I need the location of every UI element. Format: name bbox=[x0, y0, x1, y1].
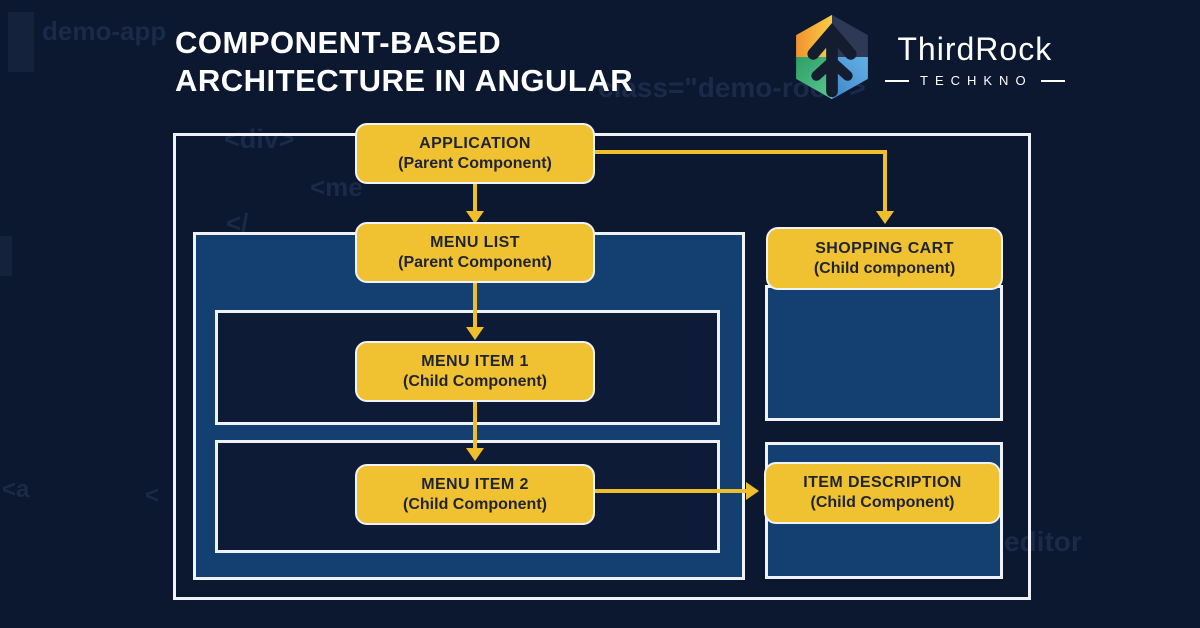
arrow-application-to-menu-list-line bbox=[473, 183, 477, 215]
arrow-menu-item-1-to-menu-item-2-head bbox=[466, 448, 484, 461]
arrow-application-to-shopping-cart-hline bbox=[595, 150, 887, 154]
brand-subtitle-row: TECHKNO bbox=[885, 73, 1065, 88]
arrow-menu-list-to-menu-item-1-line bbox=[473, 283, 477, 329]
bg-code-snippet: <a bbox=[2, 476, 30, 503]
page-title: COMPONENT-BASED ARCHITECTURE IN ANGULAR bbox=[175, 24, 633, 100]
node-item-description-subtitle: (Child Component) bbox=[810, 494, 955, 511]
thirdrock-logo-text: ThirdRock TECHKNO bbox=[885, 31, 1065, 88]
brand-subtitle: TECHKNO bbox=[920, 73, 1033, 88]
node-item-description-title: ITEM DESCRIPTION bbox=[803, 474, 962, 491]
node-shopping-cart-title: SHOPPING CART bbox=[815, 239, 954, 257]
brand-dash-right bbox=[1040, 79, 1065, 82]
node-item-description: ITEM DESCRIPTION (Child Component) bbox=[764, 462, 1001, 524]
node-menu-list: MENU LIST (Parent Component) bbox=[355, 222, 595, 283]
arrow-menu-item-2-to-item-description-line bbox=[595, 489, 748, 493]
bg-code-snippet: demo-app bbox=[42, 16, 167, 46]
thirdrock-hexagon-icon bbox=[793, 13, 871, 106]
arrow-application-to-shopping-cart-head bbox=[876, 211, 894, 224]
node-application: APPLICATION (Parent Component) bbox=[355, 123, 595, 184]
arrow-application-to-menu-list-head bbox=[466, 211, 484, 224]
bg-code-snippet: <div> bbox=[224, 124, 295, 154]
node-application-title: APPLICATION bbox=[419, 134, 531, 152]
node-menu-item-2: MENU ITEM 2 (Child Component) bbox=[355, 464, 595, 525]
node-menu-list-subtitle: (Parent Component) bbox=[398, 253, 552, 271]
node-application-subtitle: (Parent Component) bbox=[398, 154, 552, 172]
bg-code-snippet: </ bbox=[226, 208, 249, 238]
bg-code-snippet: <me bbox=[310, 172, 363, 202]
page-title-line-1: COMPONENT-BASED bbox=[175, 25, 502, 60]
node-shopping-cart: SHOPPING CART (Child component) bbox=[766, 227, 1003, 290]
node-menu-item-2-title: MENU ITEM 2 bbox=[421, 475, 529, 493]
brand-name: ThirdRock bbox=[897, 31, 1053, 67]
page-title-line-2: ARCHITECTURE IN ANGULAR bbox=[175, 63, 634, 98]
bg-code-snippet: < bbox=[145, 482, 160, 509]
arrow-application-to-shopping-cart-vline bbox=[883, 150, 887, 213]
arrow-menu-item-1-to-menu-item-2-line bbox=[473, 402, 477, 450]
node-menu-item-1: MENU ITEM 1 (Child Component) bbox=[355, 341, 595, 402]
node-shopping-cart-subtitle: (Child component) bbox=[813, 259, 956, 277]
arrow-menu-item-2-to-item-description-head bbox=[746, 482, 759, 500]
bg-editor-shape bbox=[8, 12, 34, 72]
node-menu-item-1-title: MENU ITEM 1 bbox=[421, 352, 529, 370]
thirdrock-logo: ThirdRock TECHKNO bbox=[793, 13, 1065, 106]
application-container-frame bbox=[173, 133, 1031, 600]
node-menu-list-title: MENU LIST bbox=[430, 233, 520, 251]
node-menu-item-2-subtitle: (Child Component) bbox=[403, 495, 547, 513]
shopping-cart-panel bbox=[765, 285, 1003, 421]
bg-code-snippet: editor bbox=[1004, 526, 1082, 557]
arrow-menu-list-to-menu-item-1-head bbox=[466, 327, 484, 340]
node-menu-item-1-subtitle: (Child Component) bbox=[403, 372, 547, 390]
bg-editor-shape bbox=[0, 236, 12, 276]
brand-dash-left bbox=[885, 79, 909, 82]
